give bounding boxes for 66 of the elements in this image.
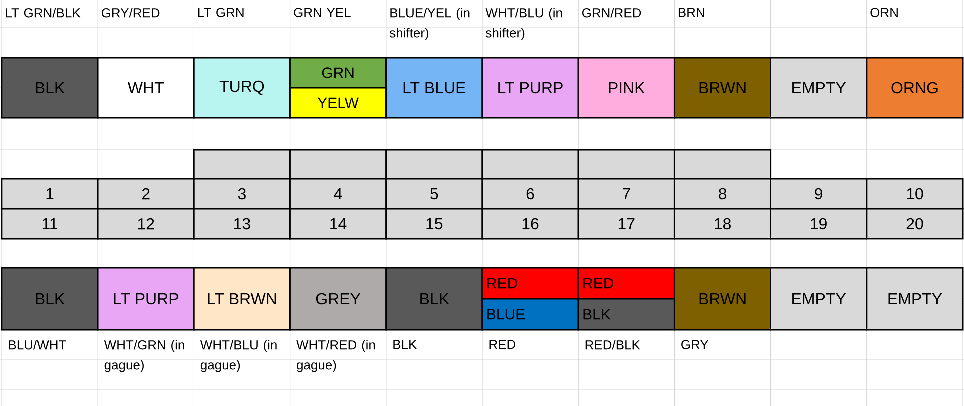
pin-number-cell: 20 <box>866 208 964 240</box>
connector-key-cell <box>290 149 388 180</box>
pin-number-cell: 18 <box>674 208 772 240</box>
wire-label: BLU/WHT <box>9 340 66 350</box>
wire-label: WHT/BLU (in gague) <box>200 340 277 372</box>
wire-color-cell: BRWN <box>674 57 772 119</box>
wire-color-cell: BLUE <box>482 298 580 331</box>
wire-label: WHT/GRN (in gague) <box>104 340 184 372</box>
wire-label: LT GRN/BLK <box>6 8 81 18</box>
connector-key-cell <box>578 149 676 180</box>
wire-color-cell: EMPTY <box>866 267 964 331</box>
pin-number-cell: 5 <box>386 178 484 210</box>
pin-number-cell: 7 <box>578 178 676 210</box>
wire-color-cell: BLK <box>1 57 99 119</box>
pin-number-cell: 13 <box>193 208 291 240</box>
wire-color-cell: LT PURP <box>482 57 580 119</box>
wire-color-cell: TURQ <box>193 57 291 119</box>
wire-color-cell: BLK <box>1 267 99 331</box>
wire-label: GRN/RED <box>582 8 642 18</box>
pin-number-cell: 1 <box>1 178 99 210</box>
connector-key-cell <box>482 149 580 180</box>
pin-number-cell: 11 <box>1 208 99 240</box>
pin-number-cell: 8 <box>674 178 772 210</box>
pin-number-cell: 9 <box>770 178 868 210</box>
wire-label: LT GRN <box>198 8 244 18</box>
pin-number-cell: 15 <box>386 208 484 240</box>
wire-color-cell: PINK <box>578 57 676 119</box>
wire-label: BLK <box>394 340 418 350</box>
wire-color-cell: EMPTY <box>770 57 868 119</box>
pin-number-cell: 16 <box>482 208 580 240</box>
wire-color-cell: GRN <box>290 57 388 89</box>
pin-number-cell: 6 <box>482 178 580 210</box>
wire-label: BLUE/YEL (in shifter) <box>390 8 470 40</box>
pin-number-cell: 4 <box>290 178 388 210</box>
pin-number-cell: 3 <box>193 178 291 210</box>
pin-number-cell: 17 <box>578 208 676 240</box>
wire-label: GRY <box>682 340 709 350</box>
wire-label: WHT/RED (in gague) <box>296 340 376 372</box>
wire-color-cell: RED <box>482 267 580 300</box>
wire-color-cell: LT BRWN <box>193 267 291 331</box>
wire-color-cell: BLK <box>386 267 484 331</box>
connector-key-cell <box>386 149 484 180</box>
wire-label: RED <box>490 340 516 350</box>
wire-color-cell: ORNG <box>866 57 964 119</box>
wire-label: GRY/RED <box>102 8 160 18</box>
wire-label: WHT/BLU (in shifter) <box>486 8 562 40</box>
wire-color-cell: LT BLUE <box>386 57 484 119</box>
pin-number-cell: 10 <box>866 178 964 210</box>
wire-color-cell: BLK <box>578 298 676 331</box>
connector-key-cell <box>193 149 291 180</box>
wire-color-cell: GREY <box>290 267 388 331</box>
wire-label: RED/BLK <box>586 340 640 350</box>
wire-label: GRN YEL <box>294 8 351 18</box>
pin-number-cell: 12 <box>97 208 195 240</box>
pin-number-cell: 14 <box>290 208 388 240</box>
wire-color-cell: LT PURP <box>97 267 195 331</box>
pin-number-cell: 2 <box>97 178 195 210</box>
wire-color-cell: BRWN <box>674 267 772 331</box>
wire-color-cell: WHT <box>97 57 195 119</box>
wire-color-cell: EMPTY <box>770 267 868 331</box>
wire-color-cell: RED <box>578 267 676 300</box>
wire-label: ORN <box>870 8 898 18</box>
pin-number-cell: 19 <box>770 208 868 240</box>
wire-color-cell: YELW <box>290 87 388 119</box>
connector-key-cell <box>674 149 772 180</box>
wire-label: BRN <box>678 8 704 18</box>
